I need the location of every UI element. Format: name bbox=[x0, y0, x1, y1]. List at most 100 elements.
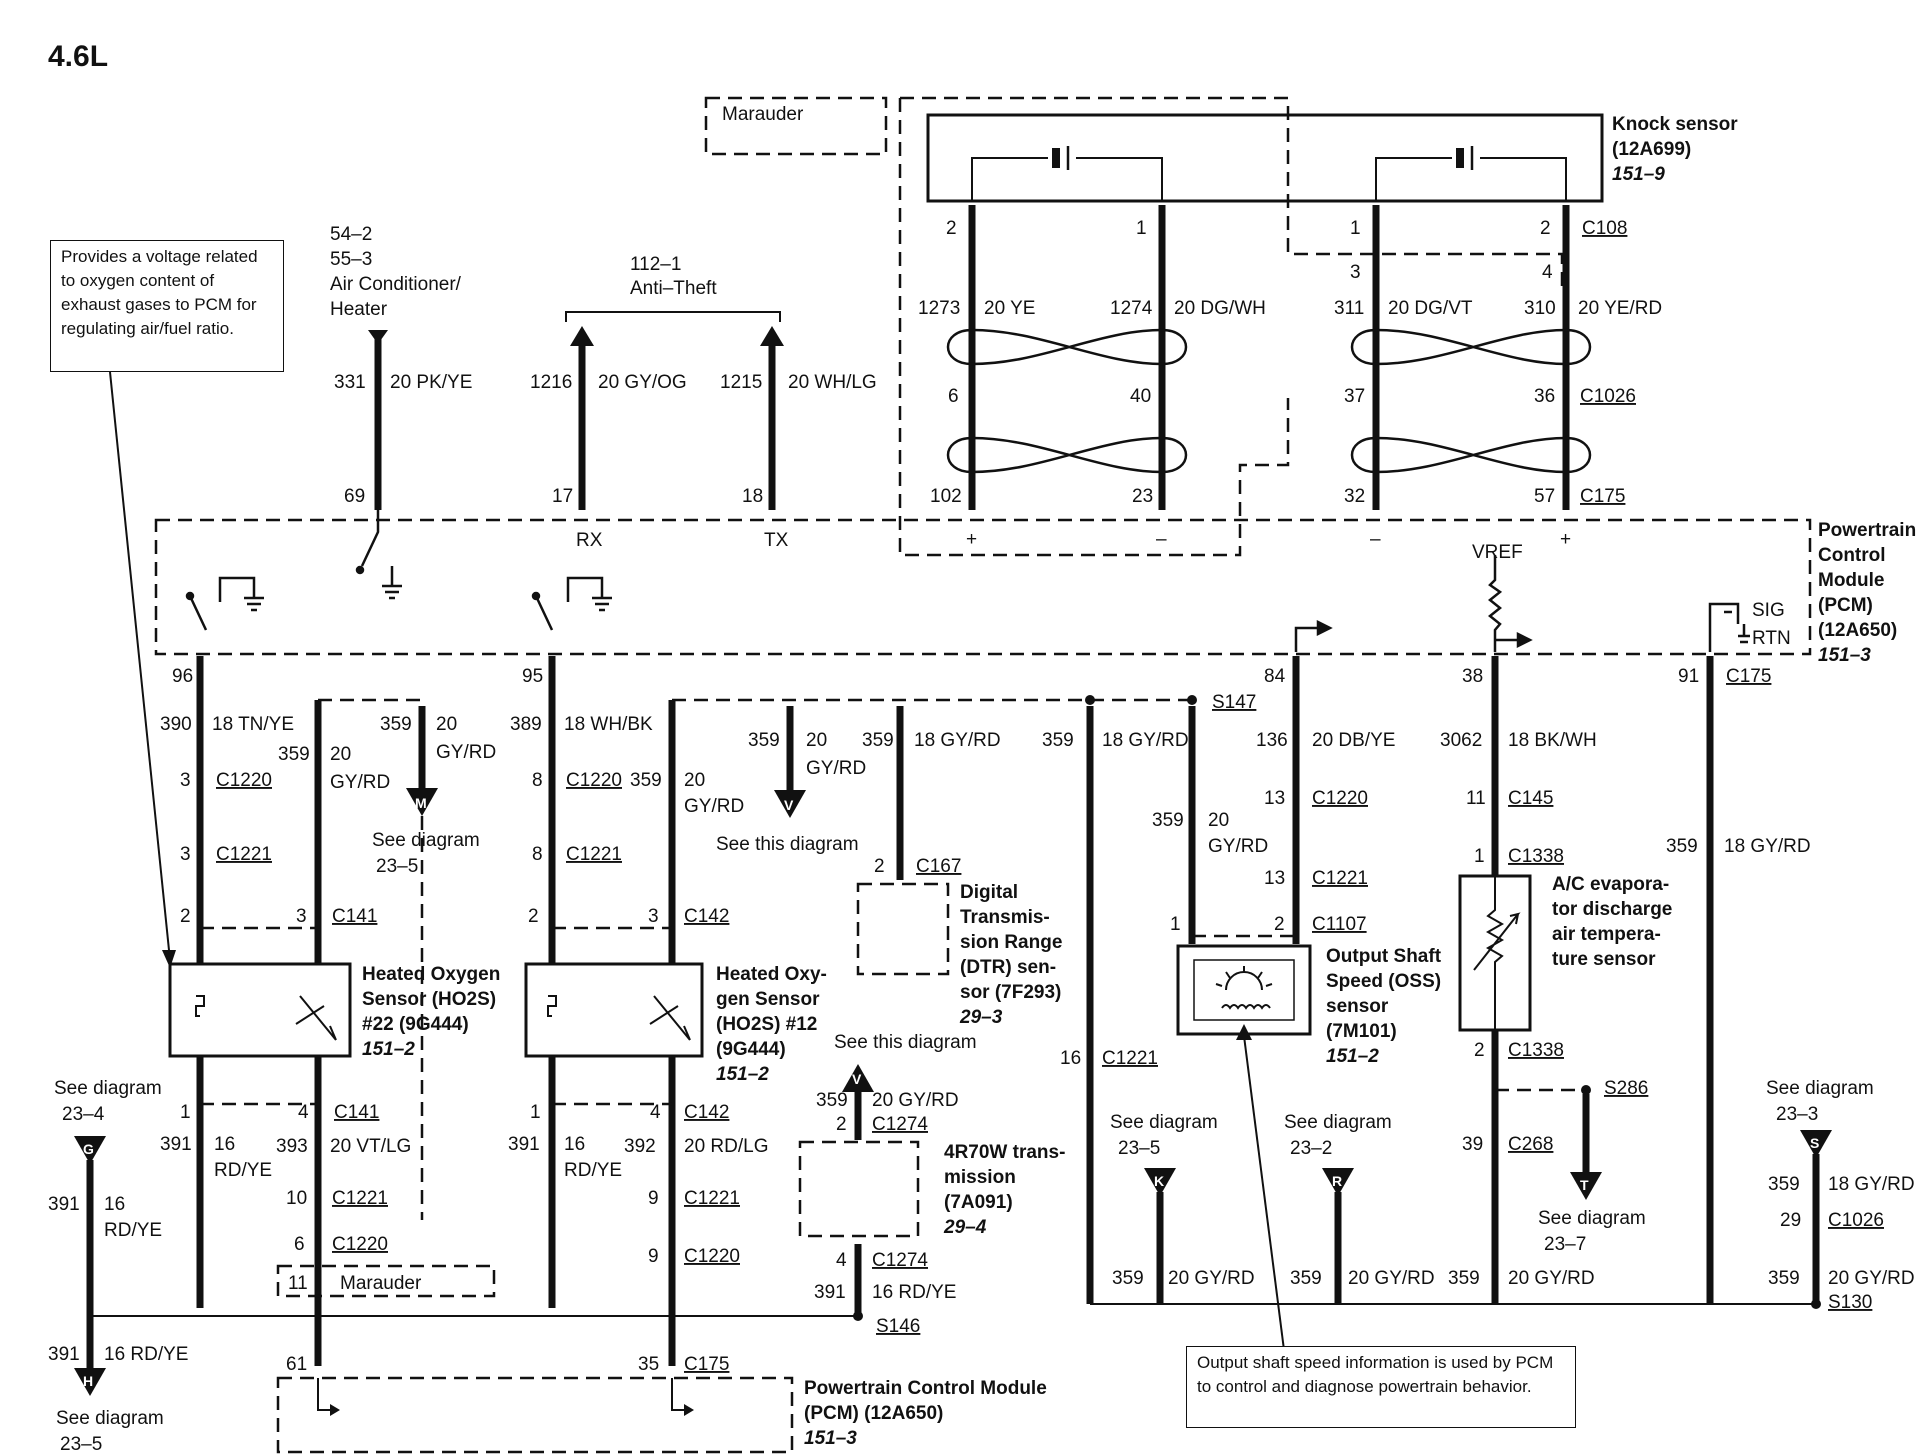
circuit: 3062 bbox=[1440, 730, 1482, 751]
connector-ref-s-icon bbox=[1800, 1130, 1832, 1158]
circuit: 359 bbox=[1768, 1268, 1800, 1289]
connector-c1220: C1220 bbox=[1312, 788, 1368, 809]
heater-icon bbox=[547, 995, 557, 1017]
ac-sensor-name-2: tor discharge bbox=[1552, 899, 1672, 920]
pin: 18 bbox=[742, 486, 763, 507]
see-diagram-label: See diagram bbox=[1538, 1208, 1646, 1229]
circuit: 359 bbox=[630, 770, 662, 791]
pin: 3 bbox=[180, 770, 191, 791]
connector-s146: S146 bbox=[876, 1316, 920, 1337]
ho2s22-name-2: Sensor (HO2S) bbox=[362, 989, 496, 1010]
connector-ref-g-icon bbox=[74, 1136, 106, 1164]
connector-c1107: C1107 bbox=[1312, 914, 1367, 935]
antitheft-bracket bbox=[565, 311, 781, 322]
wire-color: 18 TN/YE bbox=[212, 714, 294, 735]
arrow-down-icon bbox=[162, 950, 176, 968]
pin: 2 bbox=[180, 906, 191, 927]
oss-ref: 151–2 bbox=[1326, 1046, 1379, 1067]
pcm-bottom-pins bbox=[317, 1378, 686, 1411]
heater-icon bbox=[195, 995, 205, 1017]
circuit: 359 bbox=[816, 1090, 848, 1111]
pin: 102 bbox=[930, 486, 962, 507]
pin: 1 bbox=[1350, 218, 1361, 239]
pcm-box bbox=[154, 518, 1812, 656]
pin: 2 bbox=[528, 906, 539, 927]
pin: 2 bbox=[1540, 218, 1551, 239]
circuit: 391 bbox=[48, 1344, 80, 1365]
arrow-icon bbox=[330, 1404, 340, 1416]
connector-ref-t-icon bbox=[1570, 1172, 1602, 1200]
note-oxygen-sensor: Provides a voltage related to oxygen con… bbox=[50, 240, 284, 372]
wire-color: GY/RD bbox=[436, 742, 496, 763]
wire-color: 20 YE bbox=[984, 298, 1035, 319]
circuit: 1216 bbox=[530, 372, 572, 393]
circuit: 393 bbox=[276, 1136, 308, 1157]
see-diagram-label: See diagram bbox=[54, 1078, 162, 1099]
pin: 4 bbox=[298, 1102, 309, 1123]
circuit: 359 bbox=[862, 730, 894, 751]
note-oss: Output shaft speed information is used b… bbox=[1186, 1346, 1576, 1428]
marauder-enclosure bbox=[898, 96, 1564, 557]
pin: 4 bbox=[1542, 262, 1553, 283]
circuit: 331 bbox=[334, 372, 366, 393]
ac-ref-1: 54–2 bbox=[330, 224, 372, 245]
see-this-diagram: See this diagram bbox=[716, 834, 859, 855]
ac-ref-2: 55–3 bbox=[330, 249, 372, 270]
see-diagram-label: See diagram bbox=[372, 830, 480, 851]
pin: 36 bbox=[1534, 386, 1555, 407]
pin: 6 bbox=[948, 386, 959, 407]
connector-ref-v-up-icon bbox=[842, 1064, 874, 1092]
connector-c167: C167 bbox=[916, 856, 961, 877]
polarity: + bbox=[966, 529, 977, 550]
circuit: 359 bbox=[1152, 810, 1184, 831]
oss-note-leader bbox=[1243, 1035, 1285, 1351]
knock-sensor-part: (12A699) bbox=[1612, 139, 1691, 160]
wire-color: 18 GY/RD bbox=[1828, 1174, 1915, 1195]
connector-c1338: C1338 bbox=[1508, 846, 1564, 867]
pin: 38 bbox=[1462, 666, 1483, 687]
ref-letter-k: K bbox=[1154, 1173, 1164, 1189]
circuit: 1215 bbox=[720, 372, 762, 393]
wire-color: 20 DG/VT bbox=[1388, 298, 1473, 319]
connector-c1274: C1274 bbox=[872, 1114, 928, 1135]
splice-s130 bbox=[1811, 1299, 1821, 1309]
oss-inner-box bbox=[1193, 959, 1295, 1021]
knock-sensor-ref: 151–9 bbox=[1612, 164, 1665, 185]
page-title: 4.6L bbox=[48, 40, 108, 73]
connector-c175: C175 bbox=[1726, 666, 1771, 687]
pcm-part: (12A650) bbox=[1818, 620, 1897, 641]
dtr-sensor-box bbox=[856, 882, 950, 976]
wire-color: 20 bbox=[684, 770, 705, 791]
see-diagram-ref: 23–3 bbox=[1776, 1104, 1818, 1125]
connector-c1220: C1220 bbox=[566, 770, 622, 791]
wire-color: 20 PK/YE bbox=[390, 372, 472, 393]
circuit: 359 bbox=[1290, 1268, 1322, 1289]
pin: 8 bbox=[532, 844, 543, 865]
pcm-label-2: Control bbox=[1818, 545, 1886, 566]
connector-c1221: C1221 bbox=[1312, 868, 1368, 889]
wire-color: 18 WH/BK bbox=[564, 714, 653, 735]
wire-color: 20 GY/OG bbox=[598, 372, 687, 393]
connector-c1026: C1026 bbox=[1828, 1210, 1884, 1231]
connector-c1221: C1221 bbox=[1102, 1048, 1158, 1069]
wire-color: 20 bbox=[806, 730, 827, 751]
marauder-box-top bbox=[704, 96, 888, 156]
knock-element-b-icon bbox=[1456, 148, 1464, 168]
pin: 2 bbox=[1274, 914, 1285, 935]
wire-color: RD/YE bbox=[104, 1220, 162, 1241]
connector-c175: C175 bbox=[684, 1354, 729, 1375]
connector-c1274: C1274 bbox=[872, 1250, 928, 1271]
pin: 17 bbox=[552, 486, 573, 507]
oss-sensor-box bbox=[1176, 944, 1312, 1036]
knock-sensor-box bbox=[926, 113, 1604, 203]
note-leader-line bbox=[109, 371, 171, 961]
pin: 4 bbox=[650, 1102, 661, 1123]
wire-color: 16 RD/YE bbox=[872, 1282, 956, 1303]
wire-color: 20 GY/RD bbox=[1348, 1268, 1435, 1289]
ac-sensor-name-3: air tempera- bbox=[1552, 924, 1661, 945]
pin: 1 bbox=[1474, 846, 1485, 867]
wire-color: 16 bbox=[564, 1134, 585, 1155]
knock-sensor-name: Knock sensor bbox=[1612, 114, 1738, 135]
see-diagram-ref: 23–5 bbox=[60, 1434, 102, 1455]
dtr-name-4: (DTR) sen- bbox=[960, 957, 1056, 978]
